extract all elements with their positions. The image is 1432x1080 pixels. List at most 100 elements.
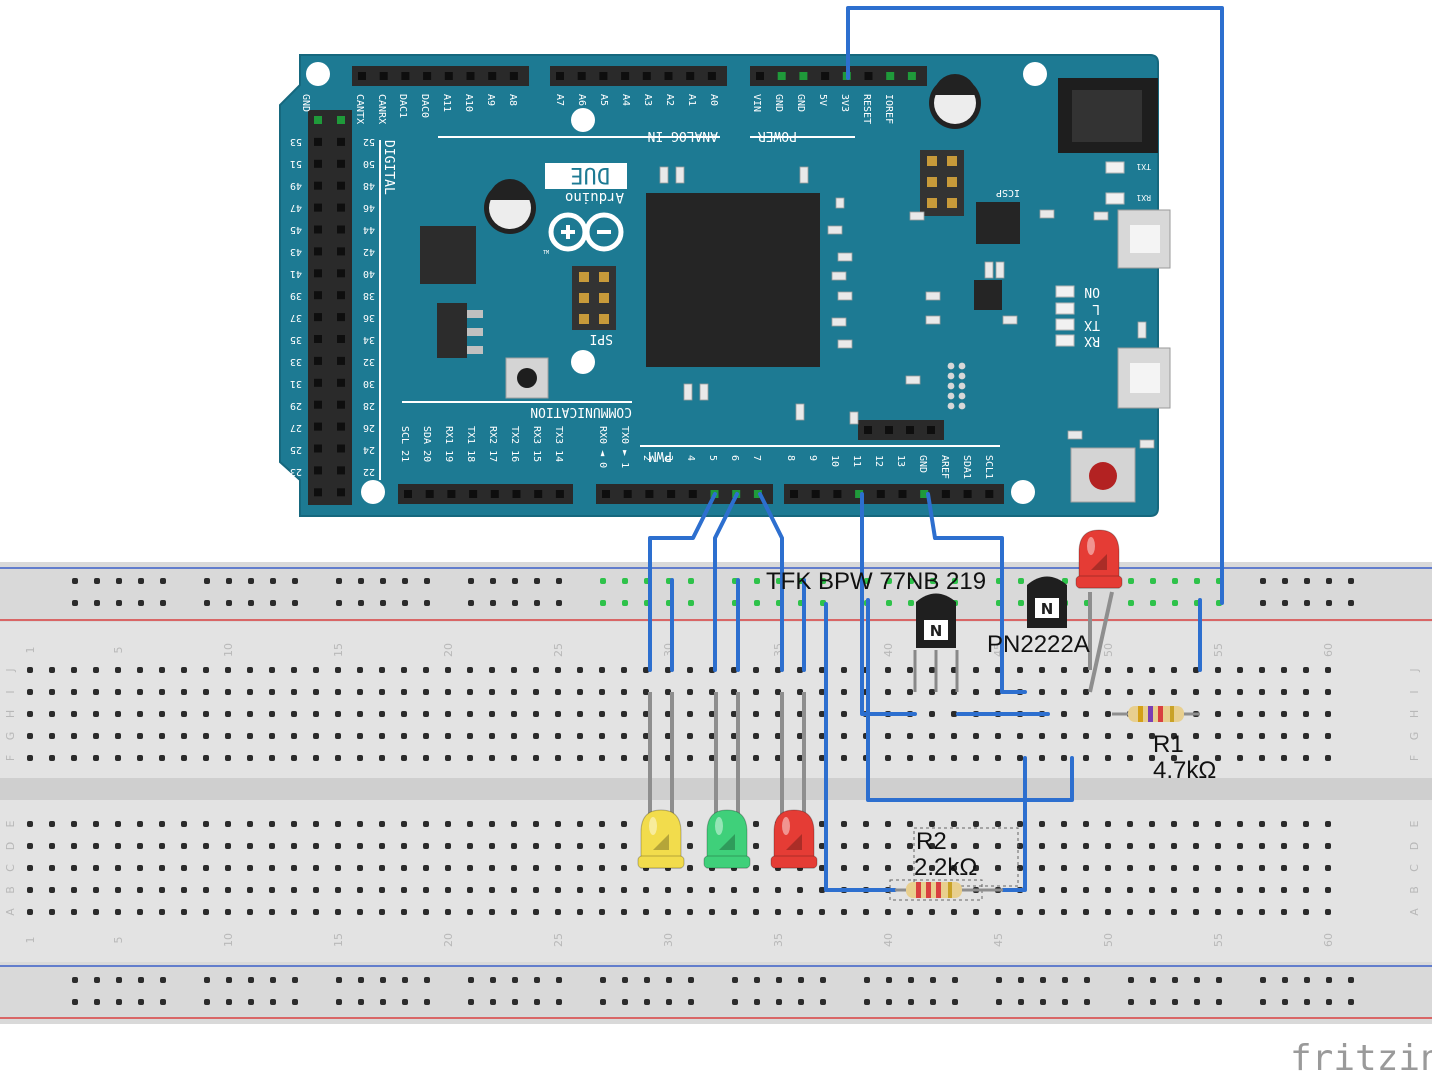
- erase-button-cap[interactable]: [517, 368, 537, 388]
- digital-pin-label: 48: [363, 180, 375, 191]
- reset-button-cap[interactable]: [1089, 462, 1117, 490]
- column-number: 1: [24, 937, 37, 944]
- top-pin-label: VIN: [751, 94, 762, 112]
- row-letter: B: [4, 886, 17, 894]
- digital-pin-label: 46: [363, 202, 375, 213]
- row-letter: A: [1408, 908, 1421, 916]
- r2-name: R2: [916, 828, 947, 855]
- pwm-pin-label: 11: [851, 455, 862, 467]
- row-letter: H: [1408, 710, 1421, 718]
- top-pin-label: A3: [642, 94, 653, 106]
- yellow-led: [637, 809, 685, 869]
- row-letter: C: [1408, 864, 1421, 872]
- column-number: 40: [882, 933, 895, 947]
- digital-pin-label: 34: [363, 334, 375, 345]
- mount-hole: [306, 62, 330, 86]
- digital-label: DIGITAL: [381, 140, 396, 195]
- row-letter: E: [4, 820, 17, 827]
- spi-label: SPI: [590, 331, 613, 346]
- pwm-pin-label: 10: [829, 455, 840, 467]
- wire-pin11: [860, 492, 917, 716]
- power-label: POWER: [758, 128, 797, 143]
- top-pin-label: A11: [441, 94, 452, 112]
- comm-pin-label: RX1 19: [443, 426, 454, 462]
- row-letter: F: [1408, 755, 1421, 761]
- small-ic: [974, 280, 1002, 310]
- comm-pin-label: TX2 16: [509, 426, 520, 462]
- wire-pin5: [648, 492, 717, 672]
- digital-pin-label: 36: [363, 312, 375, 323]
- top-pin-label: A2: [664, 94, 675, 106]
- wire-r2-left: [824, 602, 897, 892]
- transistor-label: PN2222A: [987, 631, 1090, 658]
- column-number: 50: [1102, 643, 1115, 657]
- column-number: 40: [882, 643, 895, 657]
- wire-pin6: [713, 492, 739, 672]
- pwm-pin-label: 4: [685, 455, 696, 461]
- transistor-glyph: N: [1041, 600, 1054, 618]
- green-led: [703, 809, 751, 869]
- fritzing-watermark: fritzing: [1290, 1038, 1432, 1079]
- digital-pin-label: 23: [290, 466, 302, 477]
- icsp-header: [920, 150, 964, 216]
- digital-pin-label: 22: [363, 466, 375, 477]
- pwm-pin-label: 6: [729, 455, 740, 461]
- top-pin-label: GND: [300, 94, 311, 112]
- red-led-top: [1075, 529, 1123, 589]
- tm-mark: TM: [543, 250, 549, 256]
- row-letter: H: [4, 710, 17, 718]
- column-number: 5: [112, 647, 125, 654]
- top-pin-label: GND: [795, 94, 806, 112]
- top-pin-label: A1: [686, 94, 697, 106]
- icsp-label: ICSP: [996, 187, 1020, 198]
- column-number: 60: [1322, 643, 1335, 657]
- top-pin-label: A5: [598, 94, 609, 106]
- column-number: 15: [332, 933, 345, 947]
- sensor-label: TFK BPW 77NB 219: [766, 568, 986, 595]
- header-comm: [398, 484, 573, 504]
- digital-pin-label: 53: [290, 136, 302, 147]
- column-number: 10: [222, 933, 235, 947]
- icsp-chip: [976, 202, 1020, 244]
- pwm-pin-label: 2: [641, 455, 652, 461]
- digital-pin-label: 37: [290, 312, 302, 323]
- due-badge: [545, 163, 627, 189]
- digital-pin-label: 49: [290, 180, 302, 191]
- row-letter: D: [4, 842, 17, 850]
- digital-pin-label: 38: [363, 290, 375, 301]
- capacitor-1: [484, 179, 536, 234]
- pn2222a-transistor: N: [1027, 576, 1067, 628]
- column-number: 45: [992, 933, 1005, 947]
- mount-hole: [1011, 480, 1035, 504]
- digital-pin-label: 41: [290, 268, 302, 279]
- top-pin-label: A9: [485, 94, 496, 106]
- wire-pin7: [758, 492, 784, 672]
- phototransistor: N: [913, 593, 959, 692]
- top-pin-label: CANTX: [354, 94, 365, 124]
- mount-hole: [1023, 62, 1047, 86]
- header-digital: [308, 110, 352, 505]
- top-pin-label: DAC1: [397, 94, 408, 118]
- header-top-2: [550, 66, 727, 86]
- digital-pin-label: 50: [363, 158, 375, 169]
- pwm-pin-label: AREF: [939, 455, 950, 479]
- digital-pin-label: 31: [290, 378, 302, 389]
- digital-pin-label: 35: [290, 334, 302, 345]
- top-pin-label: GND: [773, 94, 784, 112]
- resistor-r1: [1112, 706, 1200, 722]
- mount-hole: [361, 480, 385, 504]
- top-pin-label: A7: [554, 94, 565, 106]
- column-numbers: 1155101015152020252530303535404045455050…: [24, 643, 1335, 947]
- pwm-label: PWM: [648, 448, 672, 463]
- top-pin-label: A8: [507, 94, 518, 106]
- column-number: 30: [662, 933, 675, 947]
- status-leds: [1055, 161, 1125, 347]
- column-number: 20: [442, 933, 455, 947]
- wire-3v3: [846, 6, 1224, 605]
- pwm-pin-label: 8: [785, 455, 796, 461]
- communication-label: COMMUNICATION: [530, 404, 632, 419]
- top-pin-label: A0: [708, 94, 719, 106]
